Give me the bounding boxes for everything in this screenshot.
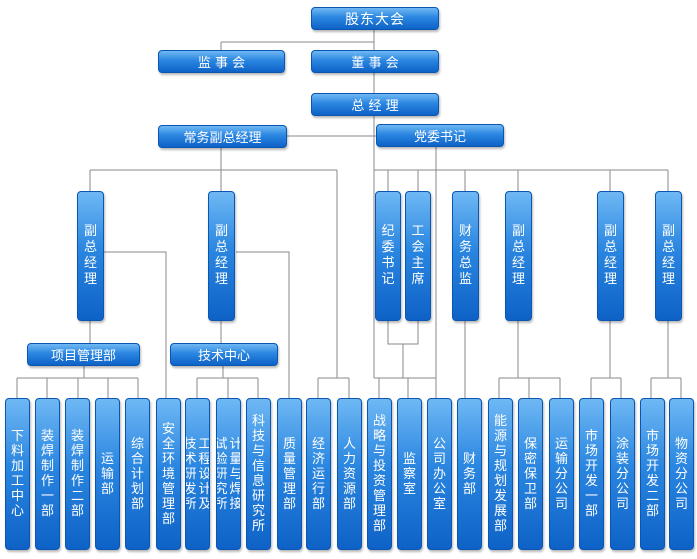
connector-vgm2-side: [236, 251, 290, 398]
vgm1-box[interactable]: 副总经理: [77, 191, 104, 321]
department-box[interactable]: 下料加工中心: [5, 398, 30, 550]
department-label: 物资分公司: [674, 436, 688, 512]
department-label: 公司办公室: [432, 436, 446, 512]
department-box[interactable]: 质量管理部: [277, 398, 302, 550]
department-box[interactable]: 安全环境管理部: [156, 398, 181, 550]
vgm2-label: 副总经理: [214, 224, 228, 287]
vgm1-label: 副总经理: [83, 224, 97, 287]
department-box[interactable]: 运输分公司: [549, 398, 574, 550]
department-box[interactable]: 涂装分公司: [610, 398, 635, 550]
department-box[interactable]: 市场开发一部: [579, 398, 604, 550]
connector-econ-group: [317, 377, 350, 398]
department-label: 科技与信息研究所: [251, 414, 265, 534]
connector-project-group: [16, 366, 139, 398]
department-box[interactable]: 人力资源部: [337, 398, 362, 550]
board-label: 董 事 会: [351, 56, 399, 71]
department-box[interactable]: 能源与规划发展部: [488, 398, 513, 550]
vgm5-box[interactable]: 副总经理: [655, 191, 682, 321]
vgm3-box[interactable]: 副总经理: [505, 191, 532, 321]
department-box[interactable]: 财务部: [457, 398, 482, 550]
project-mgmt-label: 项目管理部: [50, 349, 116, 364]
department-label: 运输分公司: [554, 436, 568, 512]
exec-vgm-box[interactable]: 常务副总经理: [158, 125, 287, 148]
department-label: 下料加工中心: [10, 429, 24, 519]
department-box[interactable]: 经济运行部: [306, 398, 331, 550]
department-label: 监察室: [402, 451, 416, 497]
department-box[interactable]: 装焊制作二部: [65, 398, 90, 550]
cfo-box[interactable]: 财务总监: [452, 191, 479, 321]
department-label: 市场开发二部: [645, 429, 659, 519]
department-box[interactable]: 战略与投资管理部: [367, 398, 392, 550]
department-label: 经济运行部: [311, 436, 325, 512]
department-label: 运输部: [100, 451, 114, 497]
department-label: 装焊制作一部: [40, 429, 54, 519]
department-label: 能源与规划发展部: [493, 414, 507, 534]
department-box[interactable]: 工程设计及技术研发所: [185, 398, 210, 550]
connector-discipline-union: [387, 321, 419, 378]
connector-exec-to-vgms: [89, 138, 338, 378]
department-box[interactable]: 综合计划部: [125, 398, 150, 550]
connector-vgm1-side: [104, 251, 167, 398]
department-label: 战略与投资管理部: [372, 414, 386, 534]
department-box[interactable]: 公司办公室: [427, 398, 452, 550]
department-label: 综合计划部: [130, 436, 144, 512]
supervisors-box[interactable]: 监 事 会: [158, 50, 285, 73]
department-label: 装焊制作二部: [70, 429, 84, 519]
department-label: 市场开发一部: [584, 429, 598, 519]
vgm3-label: 副总经理: [511, 224, 525, 287]
tech-center-label: 技术中心: [197, 349, 250, 364]
department-label: 安全环境管理部: [161, 421, 175, 527]
gm-box[interactable]: 总 经 理: [311, 93, 439, 116]
tech-center-box[interactable]: 技术中心: [170, 343, 278, 366]
department-box[interactable]: 计量与焊接试验研究所: [216, 398, 241, 550]
exec-vgm-label: 常务副总经理: [183, 131, 262, 146]
department-label: 涂装分公司: [615, 436, 629, 512]
connector-party-to-right: [374, 147, 669, 378]
party-secretary-label: 党委书记: [413, 130, 466, 145]
department-box[interactable]: 物资分公司: [669, 398, 694, 550]
connector-strategy-group: [374, 377, 437, 398]
connector-supervisors-bar: [220, 41, 374, 50]
department-label: 保密保卫部: [523, 436, 537, 512]
vgm5-label: 副总经理: [661, 224, 675, 287]
cfo-label: 财务总监: [458, 224, 472, 287]
department-box[interactable]: 保密保卫部: [518, 398, 543, 550]
department-box[interactable]: 科技与信息研究所: [246, 398, 271, 550]
union-chair-box[interactable]: 工会主席: [405, 191, 431, 321]
vgm4-box[interactable]: 副总经理: [597, 191, 624, 321]
connector-vgm4-group: [590, 321, 622, 398]
union-chair-label: 工会主席: [411, 224, 425, 287]
connector-vgm5-group: [650, 321, 682, 398]
gm-label: 总 经 理: [351, 99, 399, 114]
party-secretary-box[interactable]: 党委书记: [376, 124, 504, 147]
board-box[interactable]: 董 事 会: [311, 50, 439, 73]
department-label: 计量与焊接试验研究所: [217, 437, 240, 512]
connector-tech-group: [196, 366, 259, 398]
discipline-secretary-label: 纪委书记: [381, 224, 395, 287]
department-box[interactable]: 装焊制作一部: [35, 398, 60, 550]
connector-vgm3-group: [498, 321, 561, 398]
vgm2-box[interactable]: 副总经理: [208, 191, 235, 321]
department-label: 财务部: [462, 451, 476, 497]
vgm4-label: 副总经理: [603, 224, 617, 287]
department-label: 工程设计及技术研发所: [186, 437, 209, 512]
department-label: 质量管理部: [282, 436, 296, 512]
department-box[interactable]: 市场开发二部: [640, 398, 665, 550]
department-box[interactable]: 监察室: [397, 398, 422, 550]
shareholders-label: 股东大会: [345, 11, 405, 28]
department-box[interactable]: 运输部: [95, 398, 120, 550]
discipline-secretary-box[interactable]: 纪委书记: [375, 191, 401, 321]
supervisors-label: 监 事 会: [197, 56, 246, 71]
project-mgmt-box[interactable]: 项目管理部: [27, 343, 140, 366]
department-label: 人力资源部: [342, 436, 356, 512]
shareholders-box[interactable]: 股东大会: [311, 7, 439, 30]
